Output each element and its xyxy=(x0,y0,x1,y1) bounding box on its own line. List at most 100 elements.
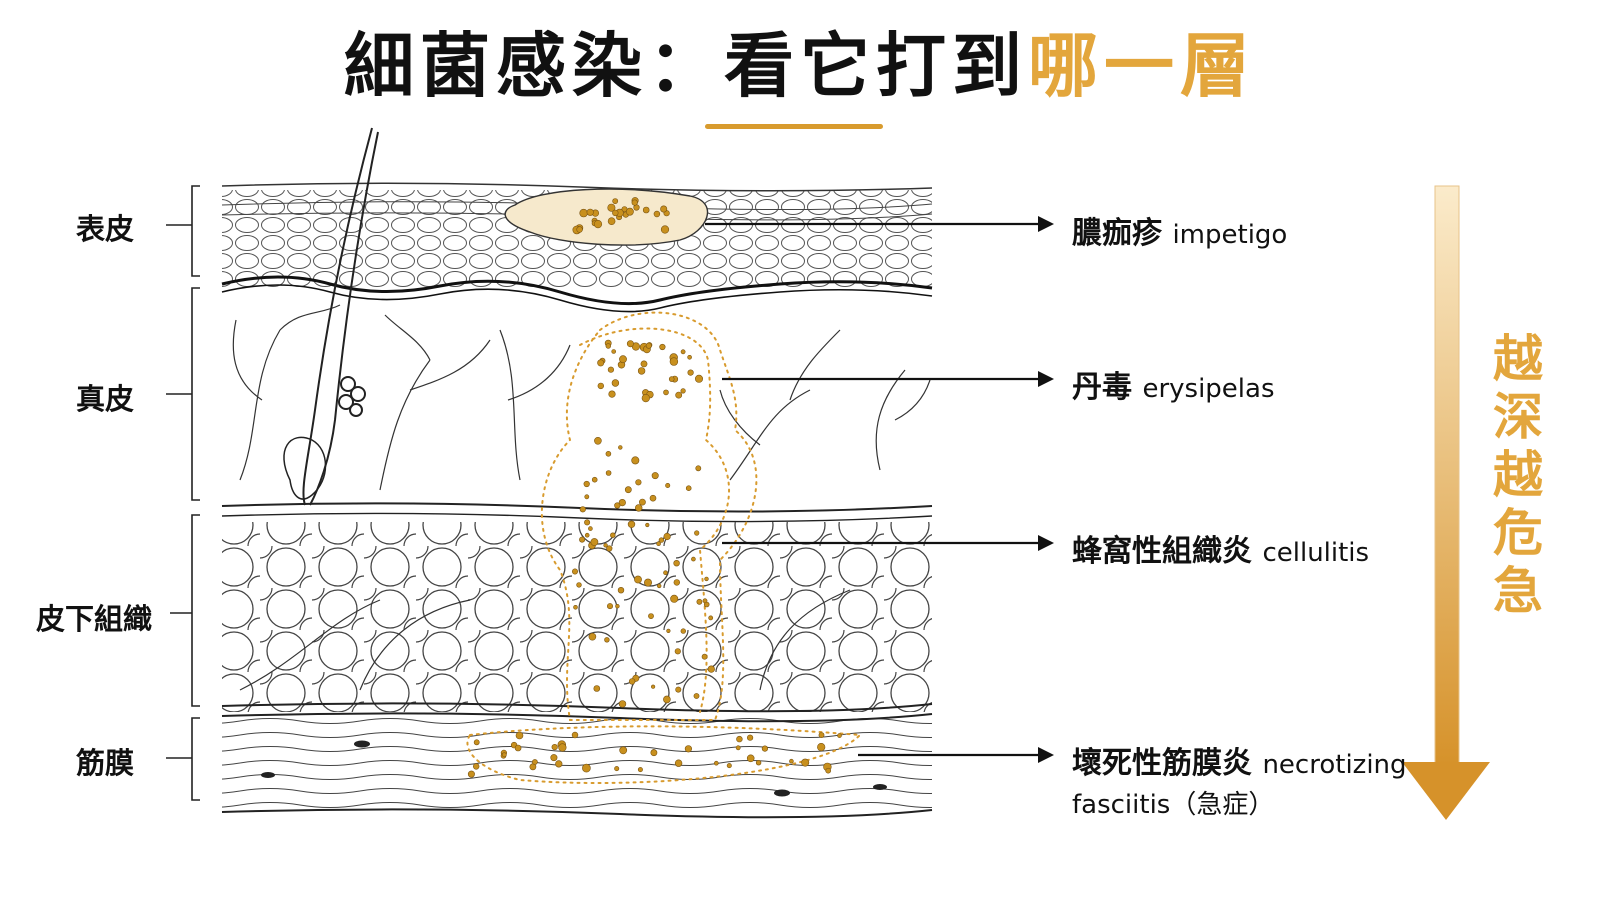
layer-label-subcutis: 皮下組織 xyxy=(36,602,153,636)
bacteria-dot xyxy=(605,470,612,476)
bracket-epidermis xyxy=(191,185,200,277)
annotation-erysipelas: 丹毒 erysipelas xyxy=(1072,362,1275,406)
annotation-en: impetigo xyxy=(1172,220,1288,250)
annotation-en: necrotizing xyxy=(1262,750,1407,780)
bacteria-dot xyxy=(653,210,661,218)
bracket-fascia xyxy=(191,717,200,801)
bacteria-dot xyxy=(656,583,662,589)
bacteria-dots xyxy=(467,339,842,778)
bacteria-dot xyxy=(467,770,475,778)
bacteria-dot xyxy=(695,465,702,472)
bacteria-dot xyxy=(586,208,594,216)
bacteria-dot xyxy=(634,504,643,512)
bacteria-dot xyxy=(590,538,599,546)
bacteria-dot xyxy=(594,436,602,445)
hair-follicle xyxy=(283,127,379,506)
bacteria-dot xyxy=(626,340,634,348)
page-title: 細菌感染：看它打到哪一層 xyxy=(344,25,1256,107)
bacteria-dot xyxy=(701,653,708,660)
layer-label-fascia: 筋膜 xyxy=(76,746,135,780)
bacteria-dot xyxy=(473,739,480,746)
bacteria-dot xyxy=(607,217,616,225)
bacteria-dot xyxy=(618,499,626,507)
bacteria-dot xyxy=(674,759,683,767)
bacteria-dot xyxy=(666,628,671,634)
annotation-necrotizing-line2: fasciitis（急症） xyxy=(1072,790,1275,820)
bacteria-dot xyxy=(687,369,694,376)
bacteria-dot xyxy=(663,389,669,396)
bacteria-dot xyxy=(584,519,591,526)
bacteria-dot xyxy=(694,374,703,383)
bacteria-dot xyxy=(746,754,755,763)
bacteria-dot xyxy=(665,482,671,488)
bacteria-dot xyxy=(606,603,613,610)
bacteria-dot xyxy=(684,745,693,753)
bacteria-dot xyxy=(746,734,754,741)
pointer-arrows xyxy=(705,216,1054,763)
layer-label-epidermis: 表皮 xyxy=(76,212,135,246)
impetigo-lesion xyxy=(504,188,709,246)
subcutis-layer xyxy=(221,522,933,713)
bacteria-dot xyxy=(607,203,616,212)
bacteria-dot xyxy=(579,536,586,543)
bacteria-dot xyxy=(694,530,700,536)
bacteria-dot xyxy=(650,749,658,757)
bacteria-dot xyxy=(650,684,656,689)
bacteria-dot xyxy=(687,354,692,360)
bacteria-dot xyxy=(637,367,646,375)
bacteria-dot xyxy=(761,745,769,752)
bacteria-dot xyxy=(515,731,524,740)
bacteria-dot xyxy=(579,208,588,218)
bacteria-dot xyxy=(693,693,700,699)
bacteria-dot xyxy=(631,456,640,465)
bacteria-dot xyxy=(645,522,650,528)
bacteria-dot xyxy=(605,450,612,457)
bacteria-dot xyxy=(663,570,668,576)
annotation-impetigo: 膿痂疹 impetigo xyxy=(1072,208,1287,252)
bacteria-dot xyxy=(607,366,615,373)
bacteria-dot xyxy=(588,632,597,641)
bacteria-dot xyxy=(573,604,578,610)
bacteria-dot xyxy=(614,502,621,509)
bacteria-dot xyxy=(656,541,661,547)
bacteria-dot xyxy=(680,388,686,394)
bracket-subcutis xyxy=(191,514,200,707)
bacteria-dot xyxy=(735,745,741,751)
bacteria-dot xyxy=(635,479,642,486)
bacteria-dot xyxy=(685,485,692,492)
bacteria-dot xyxy=(641,394,650,403)
bacteria-dot xyxy=(588,526,593,531)
bacteria-dot xyxy=(593,685,601,692)
title-underline xyxy=(705,124,883,129)
bacteria-dot xyxy=(696,598,703,605)
bacteria-dot xyxy=(726,763,732,769)
bacteria-dot xyxy=(680,349,686,355)
bacteria-dot xyxy=(658,537,665,543)
layer-brackets xyxy=(166,185,200,801)
bacteria-dot xyxy=(628,678,636,685)
bacteria-dot xyxy=(639,498,646,506)
annotation-zh: 丹毒 xyxy=(1072,370,1132,405)
bacteria-dot xyxy=(576,582,582,588)
bacteria-dot xyxy=(713,760,719,766)
bacteria-dot xyxy=(675,686,682,693)
bacteria-dot xyxy=(618,700,627,708)
bacteria-dot xyxy=(612,209,619,217)
bacteria-dot xyxy=(571,731,579,739)
bacteria-dot xyxy=(642,206,650,214)
bacteria-dot xyxy=(618,445,623,450)
bacteria-dot xyxy=(668,376,675,382)
bacteria-dot xyxy=(514,744,522,752)
bacteria-dot xyxy=(707,665,715,673)
bacteria-dot xyxy=(597,382,604,390)
bacteria-dot xyxy=(663,695,671,704)
bacteria-dot xyxy=(736,735,743,743)
bracket-dermis xyxy=(191,287,200,501)
bacteria-dot xyxy=(663,532,671,541)
bacteria-dot xyxy=(619,355,627,364)
bacteria-dot xyxy=(631,199,638,206)
bacteria-dot xyxy=(704,576,709,582)
bacteria-dot xyxy=(619,746,628,755)
severity-label: 越深越危急 xyxy=(1493,330,1543,620)
bacteria-dot xyxy=(670,594,679,603)
